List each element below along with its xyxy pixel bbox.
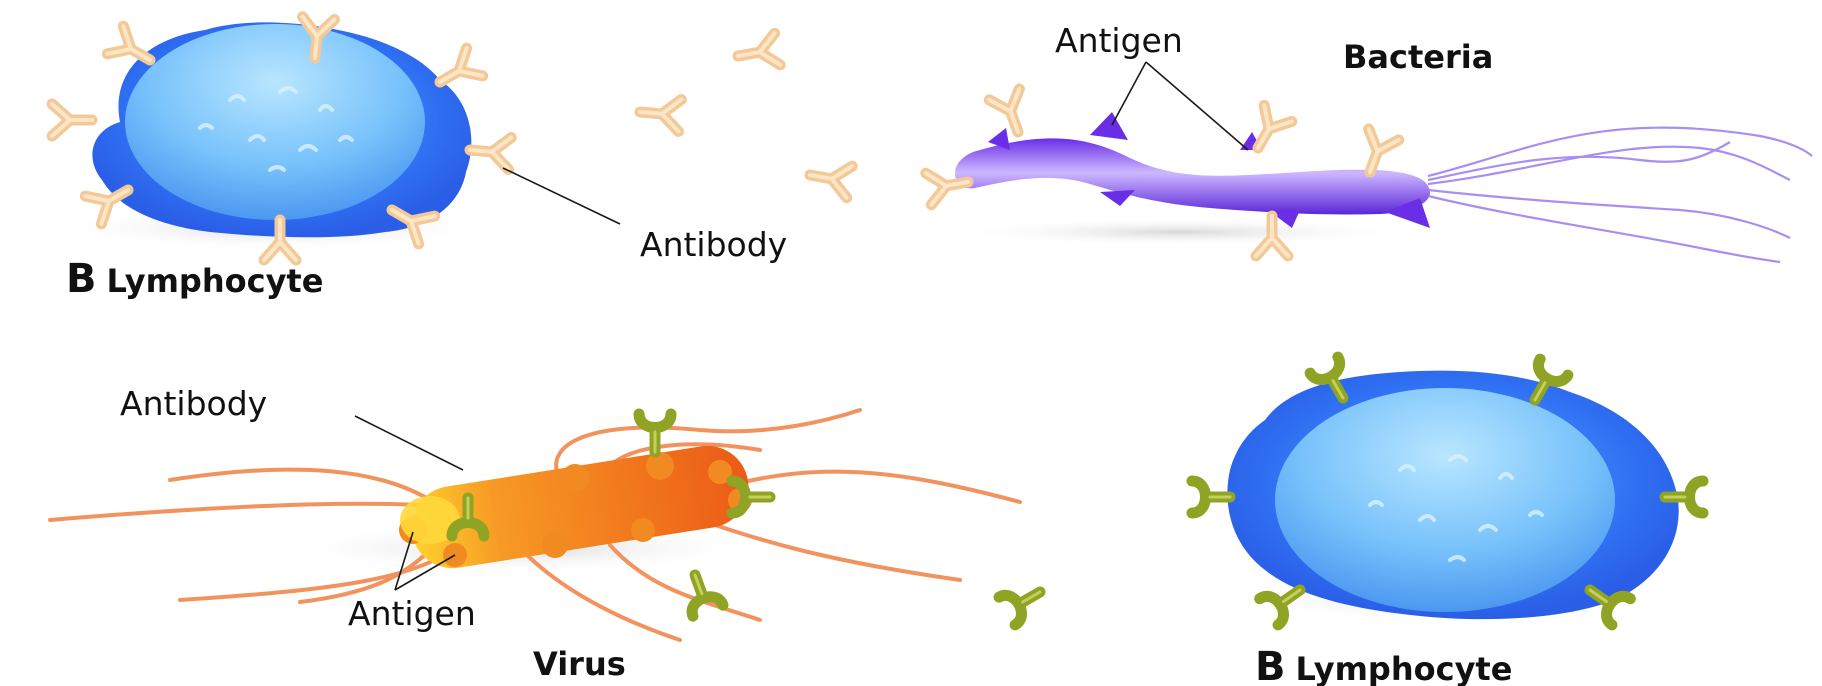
- bacteria-cell: [955, 112, 1430, 228]
- b-lymphocyte-cell: [1227, 371, 1678, 620]
- b-letter: B: [66, 256, 97, 302]
- b-lymphocyte-title: B Lymphocyte: [1255, 644, 1512, 686]
- flagella: [1428, 128, 1812, 262]
- bacteria-title: Bacteria: [1343, 38, 1493, 76]
- antigen-label: Antigen: [1055, 21, 1183, 60]
- antibody-tan-free: [639, 33, 853, 197]
- antigen-leader-line-b: [1146, 62, 1248, 150]
- lymphocyte-word: Lymphocyte: [107, 262, 324, 300]
- antibody-leader-line: [355, 416, 463, 470]
- antibody-leader-line: [503, 168, 620, 224]
- b-lymphocyte-top-panel: Antibody B Lymphocyte: [52, 17, 852, 302]
- cell-nucleus: [1275, 388, 1615, 612]
- lymphocyte-word: Lymphocyte: [1296, 650, 1513, 686]
- b-letter: B: [1255, 644, 1286, 686]
- bacteria-panel: Antigen Bacteria: [926, 21, 1812, 262]
- antigen-label: Antigen: [348, 594, 476, 633]
- antibody-label: Antibody: [120, 384, 267, 423]
- virus-title: Virus: [533, 645, 626, 683]
- virus-panel: Antibody Antigen Virus: [50, 384, 1048, 683]
- bacteria-shadow: [950, 218, 1410, 246]
- b-lymphocyte-bottom-panel: B Lymphocyte: [1192, 357, 1703, 686]
- antibody-label: Antibody: [640, 225, 787, 264]
- b-lymphocyte-title: B Lymphocyte: [66, 256, 323, 302]
- cell-nucleus: [125, 24, 425, 220]
- antigen-leader-line-a: [1112, 62, 1146, 125]
